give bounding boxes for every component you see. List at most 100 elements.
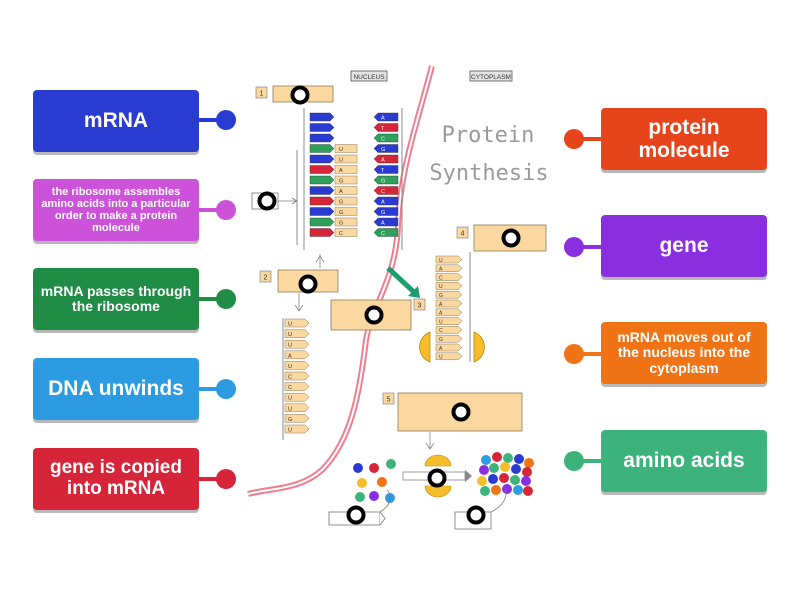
pin-dot-amino-acids[interactable]: [564, 451, 584, 471]
pin-dot-mrna-moves[interactable]: [564, 344, 584, 364]
protein-amino-acid: [479, 465, 489, 475]
protein-amino-acid: [523, 486, 533, 496]
rna-base: [334, 228, 358, 237]
drop-target-ring[interactable]: [298, 274, 318, 294]
pin-line-mrna-moves: [576, 352, 602, 356]
ribosome-base-letter: U: [439, 284, 443, 290]
pin-dot-gene[interactable]: [564, 237, 584, 257]
label-dna-unwinds[interactable]: DNA unwinds: [33, 358, 199, 420]
dna-base-left: [309, 175, 335, 185]
dna-base-left: [309, 186, 335, 195]
label-gene-copied[interactable]: gene is copied into mRNA: [33, 448, 199, 510]
rna-base-letter: G: [339, 200, 343, 206]
protein-amino-acid: [503, 453, 513, 463]
pin-dot-mrna-passes[interactable]: [216, 289, 236, 309]
mrna-base-letter: C: [288, 385, 292, 391]
mrna-base: [284, 403, 310, 413]
label-mrna[interactable]: mRNA: [33, 90, 199, 152]
mrna-base-letter: U: [288, 332, 292, 338]
pin-dot-ribosome-assembles[interactable]: [216, 200, 236, 220]
mrna-base-letter: U: [288, 343, 292, 349]
amino-acid: [353, 463, 363, 473]
dna-base-right: [373, 144, 399, 153]
drop-target-ring[interactable]: [346, 505, 366, 525]
rna-base: [334, 175, 358, 185]
protein-amino-acid: [514, 454, 524, 464]
mrna-base-letter: G: [288, 417, 292, 423]
mrna-base: [284, 382, 310, 391]
step-number-4: 4: [461, 231, 465, 238]
dna-base-letter: G: [381, 147, 385, 153]
protein-amino-acid: [480, 486, 490, 496]
label-gene[interactable]: gene: [601, 215, 767, 277]
mrna-base: [284, 350, 310, 360]
amino-acid: [355, 492, 365, 502]
ribosome-mrna-base: [435, 255, 463, 264]
dna-base-right: [373, 186, 399, 195]
ribosome-mrna-base: [435, 352, 463, 361]
dna-base-right: [373, 133, 399, 143]
pin-dot-protein-molecule[interactable]: [564, 129, 584, 149]
ribosome-mrna-base: [435, 334, 463, 343]
ribosome-step5-bottom: [424, 485, 452, 498]
diagram-title-line1: Protein: [442, 123, 535, 148]
pin-line-ribosome-assembles: [198, 208, 226, 212]
drop-target-ring[interactable]: [466, 505, 486, 525]
ribosome-base-letter: U: [439, 319, 443, 325]
mrna-base-letter: U: [288, 406, 292, 412]
drop-target-ring[interactable]: [364, 305, 384, 325]
ribosome-base-letter: U: [439, 258, 443, 264]
label-ribosome-assembles[interactable]: the ribosome assembles amino acids into …: [33, 179, 199, 241]
step-number-5: 5: [387, 397, 391, 404]
mrna-base-letter: U: [288, 396, 292, 402]
dna-base-right: [373, 175, 399, 185]
protein-amino-acid: [511, 464, 521, 474]
ribosome-base-letter: A: [439, 346, 443, 352]
dna-base-left: [309, 165, 335, 174]
protein-cluster: [477, 452, 534, 496]
protein-amino-acid: [488, 474, 498, 484]
label-amino-acids[interactable]: amino acids: [601, 430, 767, 492]
dna-base-letter: G: [381, 179, 385, 185]
dna-base-letter: A: [381, 116, 385, 122]
pin-dot-gene-copied[interactable]: [216, 469, 236, 489]
dna-base-right: [373, 217, 399, 227]
pin-line-amino-acids: [576, 459, 602, 463]
ribosome-mrna-base: [435, 290, 463, 299]
step-number-3: 3: [418, 303, 422, 310]
protein-amino-acid: [510, 475, 520, 485]
ribosome-mrna-base: [435, 299, 463, 308]
label-mrna-moves[interactable]: mRNA moves out of the nucleus into the c…: [601, 322, 767, 384]
drop-target-ring[interactable]: [257, 191, 277, 211]
drop-target-ring[interactable]: [451, 402, 471, 422]
mrna-base-letter: U: [288, 364, 292, 370]
dna-base-letter: A: [381, 221, 385, 227]
pin-line-mrna: [198, 118, 226, 122]
cytoplasm-label: CYTOPLASM: [471, 74, 511, 81]
rna-base: [334, 186, 358, 195]
label-protein-molecule[interactable]: protein molecule: [601, 108, 767, 170]
pin-dot-mrna[interactable]: [216, 110, 236, 130]
dna-base-letter: A: [381, 200, 385, 206]
ribosome-base-letter: C: [439, 328, 443, 334]
pin-dot-dna-unwinds[interactable]: [216, 379, 236, 399]
ribosome-mrna-base: [435, 326, 463, 334]
ribosome-step5-top: [424, 454, 452, 467]
dna-base-left: [309, 144, 335, 153]
dna-base-right: [373, 196, 399, 206]
drop-target-ring[interactable]: [501, 228, 521, 248]
ribosome-base-letter: A: [439, 311, 443, 317]
pin-line-gene-copied: [198, 477, 226, 481]
label-mrna-passes[interactable]: mRNA passes through the ribosome: [33, 268, 199, 330]
drop-target-ring[interactable]: [427, 468, 447, 488]
rna-base-letter: U: [339, 158, 343, 164]
rna-base-letter: G: [339, 221, 343, 227]
protein-amino-acid: [491, 485, 501, 495]
protein-amino-acid: [524, 458, 534, 468]
amino-acid-cluster: [353, 459, 396, 503]
dna-base-letter: A: [381, 158, 385, 164]
step-number-1: 1: [260, 91, 264, 98]
drop-target-ring[interactable]: [290, 85, 310, 105]
rna-base-letter: G: [339, 179, 343, 185]
